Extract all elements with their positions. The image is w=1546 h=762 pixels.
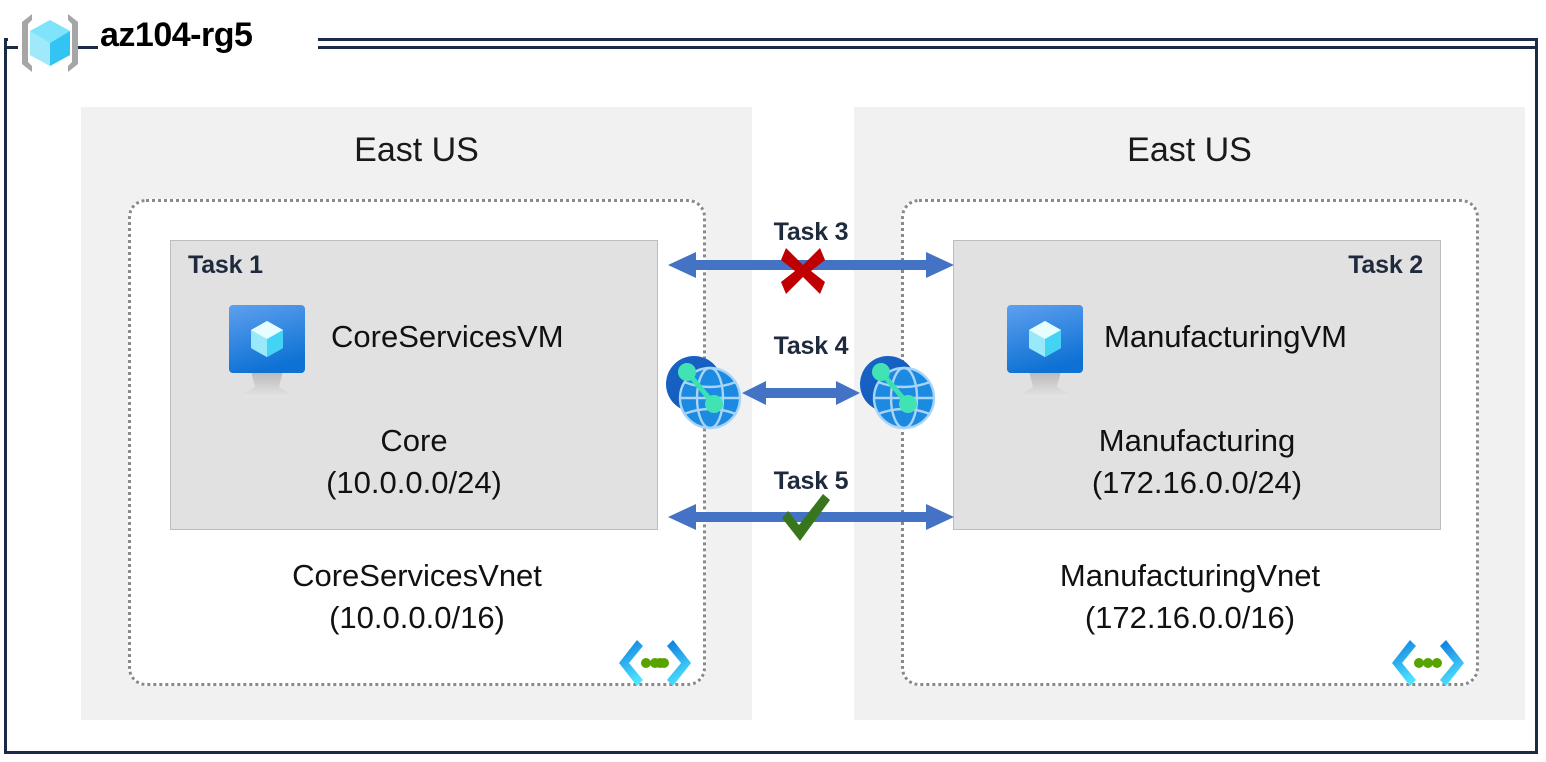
task-tag-task2: Task 2 bbox=[1348, 251, 1423, 279]
resource-group-cube-icon bbox=[14, 10, 86, 76]
connector-label-task4: Task 4 bbox=[773, 332, 849, 360]
subnet-box-manufacturing: Task 2 bbox=[953, 240, 1441, 530]
vnet-icon bbox=[1390, 637, 1466, 689]
virtual-machine-icon bbox=[999, 303, 1091, 399]
connector-label-task3: Task 3 bbox=[773, 218, 849, 246]
vm-name-manufacturingvm: ManufacturingVM bbox=[1104, 319, 1347, 354]
frame-connector-left bbox=[4, 46, 18, 49]
frame-connector-right bbox=[318, 46, 1538, 49]
vnet-cidr-manufacturingvnet: (172.16.0.0/16) bbox=[1084, 600, 1296, 635]
subnet-name-core: Core bbox=[380, 423, 448, 458]
resource-group-title-notch bbox=[8, 28, 318, 50]
vnet-box-coreservicesvnet: Task 1 bbox=[128, 199, 706, 686]
virtual-machine-icon bbox=[221, 303, 313, 399]
resource-group-frame bbox=[4, 38, 1538, 754]
status-x-icon-task3 bbox=[781, 248, 825, 299]
vnet-name-manufacturingvnet: ManufacturingVnet bbox=[1059, 558, 1321, 593]
vnet-name-coreservicesvnet: CoreServicesVnet bbox=[292, 558, 542, 593]
vnet-cidr-coreservicesvnet: (10.0.0.0/16) bbox=[329, 600, 505, 635]
vm-row-right: ManufacturingVM bbox=[954, 303, 1440, 399]
status-check-icon-task5 bbox=[778, 492, 832, 549]
vm-name-coreservicesvm: CoreServicesVM bbox=[331, 319, 564, 354]
region-label-right: East US bbox=[1127, 131, 1252, 169]
region-container-right: East US Task 2 bbox=[854, 107, 1525, 720]
subnet-box-core: Task 1 bbox=[170, 240, 658, 530]
vnet-icon bbox=[617, 637, 693, 689]
region-label-left: East US bbox=[354, 131, 479, 169]
vnet-peering-icon bbox=[856, 352, 942, 432]
vnet-box-manufacturingvnet: Task 2 bbox=[901, 199, 1479, 686]
task-tag-task1: Task 1 bbox=[188, 251, 263, 279]
connector-label-task5: Task 5 bbox=[773, 467, 849, 495]
connector-arrow-task4 bbox=[742, 378, 860, 413]
resource-group-title: az104-rg5 bbox=[100, 16, 253, 54]
vnet-peering-icon bbox=[662, 352, 748, 432]
subnet-cidr-core: (10.0.0.0/24) bbox=[326, 465, 502, 500]
vm-row-left: CoreServicesVM bbox=[171, 303, 657, 399]
subnet-name-manufacturing: Manufacturing bbox=[1098, 423, 1296, 458]
subnet-cidr-manufacturing: (172.16.0.0/24) bbox=[1091, 465, 1303, 500]
region-container-left: East US Task 1 bbox=[81, 107, 752, 720]
frame-connector-mid bbox=[72, 46, 98, 49]
